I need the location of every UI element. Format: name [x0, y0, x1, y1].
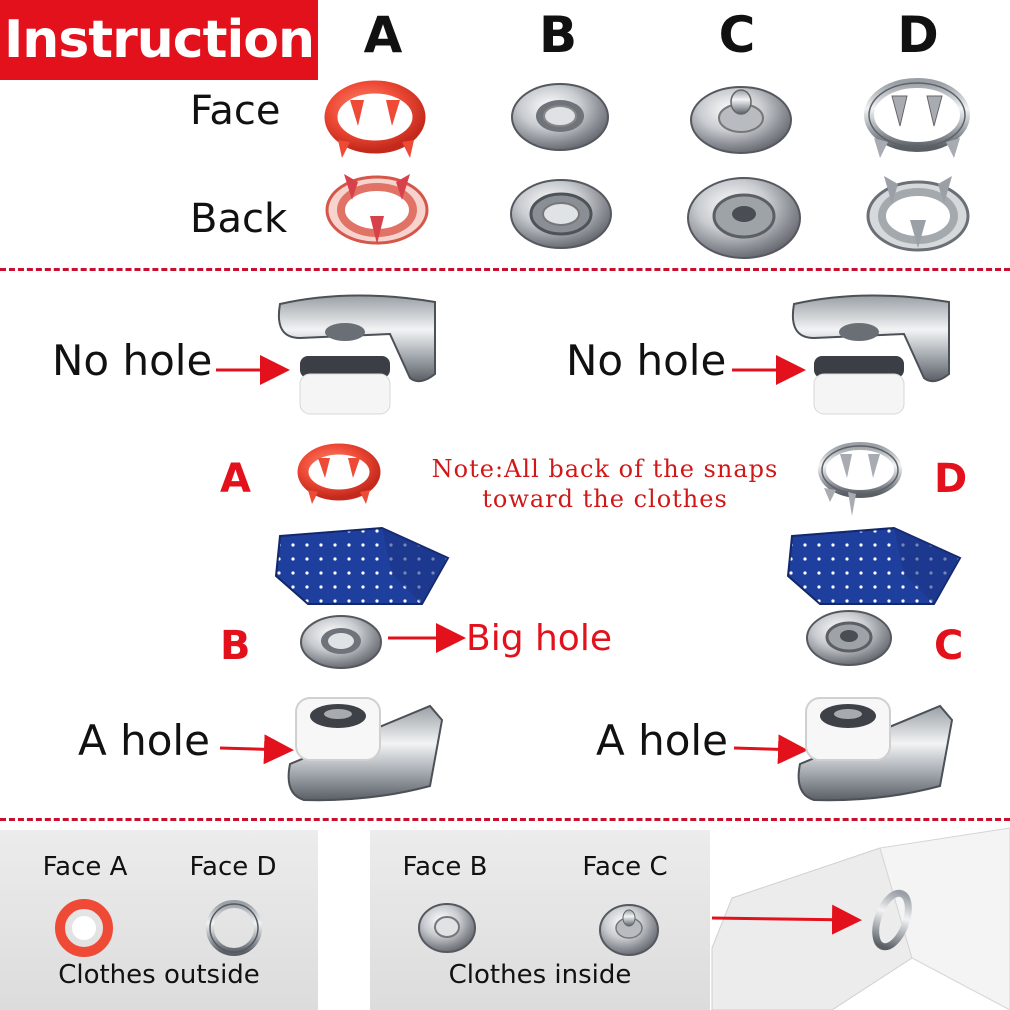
face-b-label: Face B: [402, 852, 488, 882]
step-letter-b: B: [220, 623, 251, 669]
snap-press-tool-icon: [792, 294, 950, 415]
column-label-c: C: [718, 6, 756, 64]
note-line-1: Note:All back of the snaps: [431, 455, 779, 483]
face-a-label: Face A: [42, 852, 128, 882]
fabric-icon: [274, 526, 450, 605]
step-letter-d: D: [934, 456, 968, 502]
socket-snap-icon: [510, 179, 612, 249]
arrow-icon: [733, 734, 808, 765]
arrow-icon: [216, 355, 290, 385]
stud-snap-icon: [690, 86, 792, 154]
stud-snap-icon: [687, 177, 801, 259]
section-divider: [0, 268, 1010, 271]
panel-clothes-outside: Face A Face D Clothes outside: [0, 830, 318, 1010]
step-letter-a: A: [220, 456, 251, 502]
a-hole-label-left: A hole: [78, 716, 210, 765]
arrow-icon: [388, 623, 466, 653]
row-label-face: Face: [190, 88, 281, 134]
big-hole-label: Big hole: [466, 618, 612, 659]
column-label-b: B: [538, 6, 578, 64]
column-label-a: A: [363, 6, 403, 64]
note-line-2: toward the clothes: [482, 485, 728, 513]
snap-press-tool-icon: [287, 697, 444, 802]
a-hole-label-right: A hole: [596, 716, 728, 765]
note-text: Note:All back of the snaps toward the cl…: [410, 454, 800, 514]
prong-ring-snap-icon: [206, 900, 262, 956]
step-letter-c: C: [934, 623, 964, 669]
instruction-title: Instruction: [0, 0, 318, 80]
arrow-icon: [219, 734, 294, 765]
stud-snap-icon: [599, 904, 659, 956]
clothes-outside-caption: Clothes outside: [58, 960, 260, 990]
no-hole-label-left: No hole: [52, 336, 213, 385]
section-divider: [0, 818, 1010, 821]
prong-ring-snap-icon: [297, 443, 381, 504]
fabric-with-snap-photo: [711, 827, 1010, 1010]
fabric-icon: [786, 526, 962, 605]
prong-ring-snap-icon: [55, 899, 113, 957]
column-label-d: D: [897, 6, 939, 64]
no-hole-label-right: No hole: [566, 336, 727, 385]
prong-ring-snap-icon: [325, 174, 429, 245]
prong-ring-snap-icon: [818, 442, 902, 516]
clothes-inside-caption: Clothes inside: [448, 960, 632, 990]
snap-press-tool-icon: [797, 697, 954, 802]
face-d-label: Face D: [189, 852, 277, 882]
prong-ring-snap-icon: [866, 176, 970, 252]
face-c-label: Face C: [582, 852, 668, 882]
socket-snap-icon: [418, 903, 476, 953]
row-label-back: Back: [190, 196, 288, 242]
arrow-icon: [732, 355, 806, 385]
snap-press-tool-icon: [278, 294, 436, 415]
socket-snap-icon: [300, 615, 382, 669]
prong-ring-snap-icon: [864, 78, 970, 158]
panel-clothes-inside: Face B Face C Clothes inside: [370, 830, 710, 1010]
stud-snap-icon: [806, 610, 892, 666]
prong-ring-snap-icon: [324, 80, 426, 158]
socket-snap-icon: [511, 83, 609, 151]
